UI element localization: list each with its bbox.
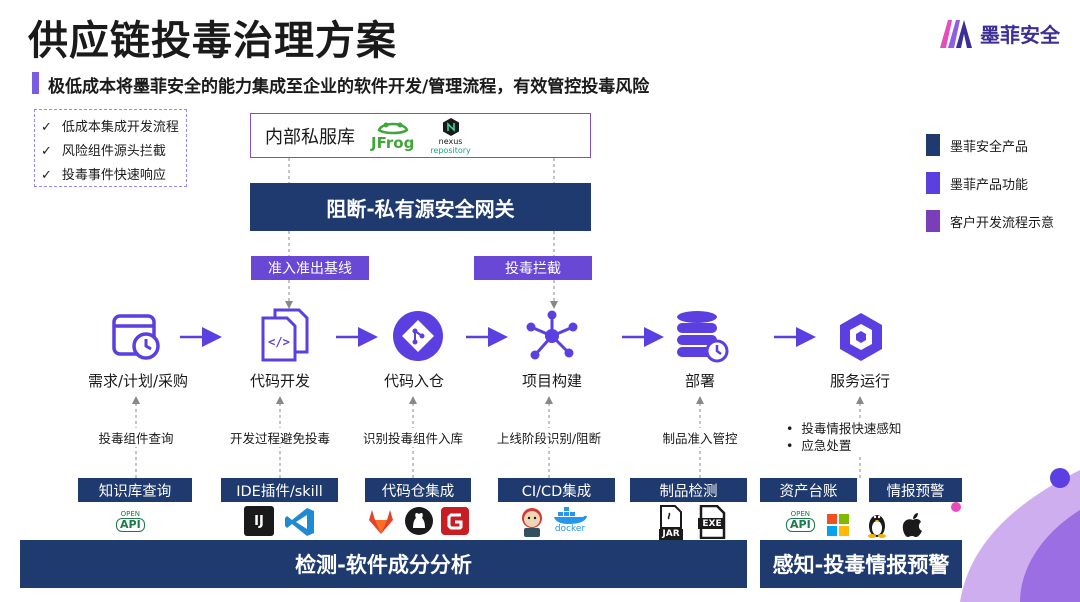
intel-list: • 投毒情报快速感知 • 应急处置 <box>786 420 906 454</box>
legend-swatch <box>926 172 940 194</box>
calendar-clock-icon <box>108 310 164 362</box>
desc-cicd: 上线阶段识别/阻断 <box>474 428 624 447</box>
code-file-icon: </> <box>256 308 312 362</box>
gitee-logo <box>440 506 470 540</box>
check-icon: ✓ <box>41 144 52 159</box>
desc-ide: 开发过程避免投毒 <box>205 428 355 447</box>
decorative-corner <box>930 468 1080 602</box>
check-icon: ✓ <box>41 168 52 183</box>
repo-label: 内部私服库 <box>265 126 355 148</box>
brand-logo: 墨菲安全 <box>938 16 1060 50</box>
tool-intel-alert: 情报预警 <box>869 478 962 502</box>
nexus-icon <box>442 117 459 136</box>
exe-file-icon: EXE <box>698 505 726 539</box>
legend-item: 墨菲安全产品 <box>926 126 1054 164</box>
legend-swatch <box>926 210 940 232</box>
nexus-logo: nexus repository <box>430 117 471 155</box>
docker-logo: docker <box>552 506 588 534</box>
windows-logo <box>826 513 850 541</box>
legend: 墨菲安全产品 墨菲产品功能 客户开发流程示意 <box>926 126 1054 240</box>
svg-text:</>: </> <box>268 335 290 349</box>
stage-label-runtime: 服务运行 <box>829 372 890 390</box>
tool-asset-ledger: 资产台账 <box>760 478 857 502</box>
openapi-logo-2: OPEN API <box>786 510 815 532</box>
intel-warning-block: 感知-投毒情报预警 <box>760 540 962 588</box>
security-gateway-block: 阻断-私有源安全网关 <box>250 183 591 231</box>
stage-label-commit: 代码入仓 <box>383 372 444 390</box>
openapi-logo: OPEN API <box>116 510 145 532</box>
private-repo-box: 内部私服库 JFrog nexus repository <box>250 113 591 158</box>
page-title: 供应链投毒治理方案 <box>28 18 397 64</box>
network-hub-icon <box>524 308 580 364</box>
frog-icon <box>377 122 409 135</box>
linux-logo <box>866 510 888 542</box>
tool-cicd-integration: CI/CD集成 <box>498 478 615 502</box>
tool-ide-plugin: IDE插件/skill <box>221 478 338 502</box>
desc-repo: 识别投毒组件入库 <box>338 428 488 447</box>
logo-text: 墨菲安全 <box>980 22 1060 47</box>
stage-label-coding: 代码开发 <box>249 372 310 390</box>
hexagon-cube-icon <box>834 310 888 364</box>
legend-swatch <box>926 134 940 156</box>
github-logo <box>404 506 434 540</box>
checklist-item: ✓风险组件源头拦截 <box>41 140 186 164</box>
subtitle: 极低成本将墨菲安全的能力集成至企业的软件开发/管理流程，有效管控投毒风险 <box>48 77 650 97</box>
stage-label-requirements: 需求/计划/采购 <box>87 372 189 390</box>
intellij-logo: IJ <box>244 506 274 536</box>
apple-logo <box>902 512 924 542</box>
jenkins-logo <box>518 506 546 542</box>
checklist-item: ✓投毒事件快速响应 <box>41 164 186 188</box>
tool-knowledge-query: 知识库查询 <box>78 478 192 502</box>
tool-repo-integration: 代码仓集成 <box>365 478 471 502</box>
gitlab-logo <box>366 506 396 540</box>
subtitle-accent <box>32 72 39 94</box>
checklist-item: ✓低成本集成开发流程 <box>41 116 186 140</box>
git-icon <box>390 308 446 364</box>
intel-item: • 应急处置 <box>786 438 852 453</box>
database-icon <box>672 308 730 364</box>
logo-icon <box>940 20 972 48</box>
poison-block-tag: 投毒拦截 <box>474 256 592 280</box>
desc-knowledge: 投毒组件查询 <box>61 428 211 447</box>
legend-item: 墨菲产品功能 <box>926 164 1054 202</box>
baseline-tag: 准入准出基线 <box>251 256 369 280</box>
intel-item: • 投毒情报快速感知 <box>786 421 902 436</box>
desc-artifact: 制品准入管控 <box>625 428 775 447</box>
sca-detection-block: 检测-软件成分分析 <box>20 540 747 588</box>
check-icon: ✓ <box>41 120 52 135</box>
stage-label-build: 项目构建 <box>521 372 582 390</box>
benefit-checklist: ✓低成本集成开发流程 ✓风险组件源头拦截 ✓投毒事件快速响应 <box>34 109 187 187</box>
vscode-logo <box>284 506 316 542</box>
tool-artifact-scan: 制品检测 <box>630 478 747 502</box>
legend-item: 客户开发流程示意 <box>926 202 1054 240</box>
jar-file-icon: JAR <box>658 505 684 540</box>
stage-label-deploy: 部署 <box>684 372 715 390</box>
jfrog-logo: JFrog <box>371 120 414 151</box>
